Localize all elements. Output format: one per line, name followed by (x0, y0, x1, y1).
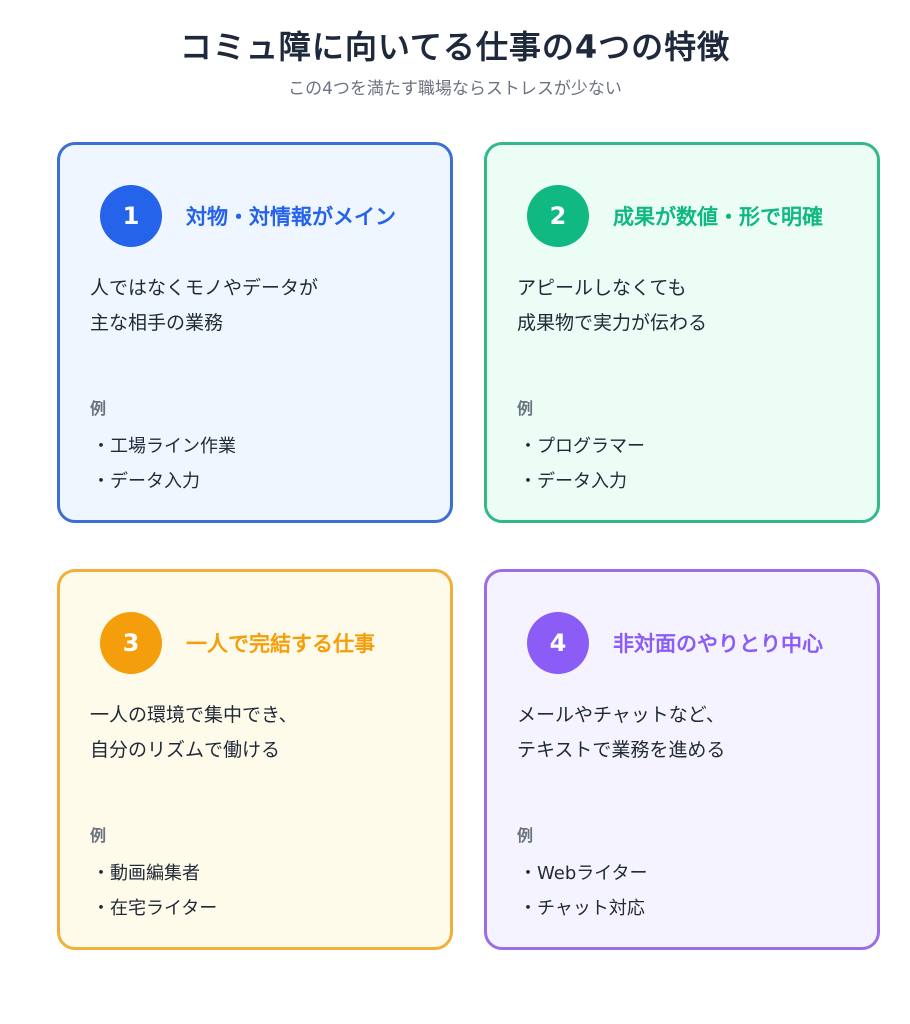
example-list: 工場ライン作業 データ入力 (92, 429, 236, 499)
example-item: 動画編集者 (92, 856, 217, 891)
card-heading: 非対面のやりとり中心 (613, 632, 823, 656)
example-item: 在宅ライター (92, 891, 217, 926)
page-subtitle: この4つを満たす職場ならストレスが少ない (288, 79, 622, 99)
example-label: 例 (517, 826, 534, 845)
card-description: 一人の環境で集中でき、 自分のリズムで働ける (90, 698, 298, 768)
example-item: チャット対応 (519, 891, 648, 926)
example-list: 動画編集者 在宅ライター (92, 856, 217, 926)
example-item: データ入力 (519, 464, 645, 499)
card-heading: 一人で完結する仕事 (186, 632, 375, 656)
example-item: プログラマー (519, 429, 645, 464)
card-heading: 対物・対情報がメイン (186, 205, 396, 229)
description-line: 一人の環境で集中でき、 (90, 704, 298, 726)
description-line: テキストで業務を進める (517, 739, 726, 761)
description-line: 主な相手の業務 (90, 312, 224, 334)
card-description: 人ではなくモノやデータが 主な相手の業務 (90, 271, 318, 341)
example-list: プログラマー データ入力 (519, 429, 645, 499)
description-line: アピールしなくても (517, 277, 687, 299)
feature-card-1: 1 対物・対情報がメイン 人ではなくモノやデータが 主な相手の業務 例 工場ライ… (57, 142, 453, 523)
page-title: コミュ障に向いてる仕事の4つの特徴 (179, 28, 731, 66)
feature-card-3: 3 一人で完結する仕事 一人の環境で集中でき、 自分のリズムで働ける 例 動画編… (57, 569, 453, 950)
description-line: 人ではなくモノやデータが (90, 277, 319, 299)
number-badge: 3 (100, 612, 162, 674)
example-label: 例 (517, 399, 534, 418)
feature-card-2: 2 成果が数値・形で明確 アピールしなくても 成果物で実力が伝わる 例 プログラ… (484, 142, 880, 523)
example-list: Webライター チャット対応 (519, 856, 648, 926)
example-label: 例 (90, 399, 107, 418)
card-description: メールやチャットなど、 テキストで業務を進める (517, 698, 725, 768)
number-badge: 2 (527, 185, 589, 247)
description-line: 自分のリズムで働ける (90, 739, 281, 761)
example-item: 工場ライン作業 (92, 429, 236, 464)
example-item: データ入力 (92, 464, 236, 499)
example-label: 例 (90, 826, 107, 845)
feature-card-4: 4 非対面のやりとり中心 メールやチャットなど、 テキストで業務を進める 例 W… (484, 569, 880, 950)
card-heading: 成果が数値・形で明確 (613, 205, 823, 229)
number-badge: 4 (527, 612, 589, 674)
number-badge: 1 (100, 185, 162, 247)
description-line: 成果物で実力が伝わる (517, 312, 708, 334)
card-description: アピールしなくても 成果物で実力が伝わる (517, 271, 707, 341)
example-item: Webライター (519, 856, 648, 891)
description-line: メールやチャットなど、 (517, 704, 725, 726)
